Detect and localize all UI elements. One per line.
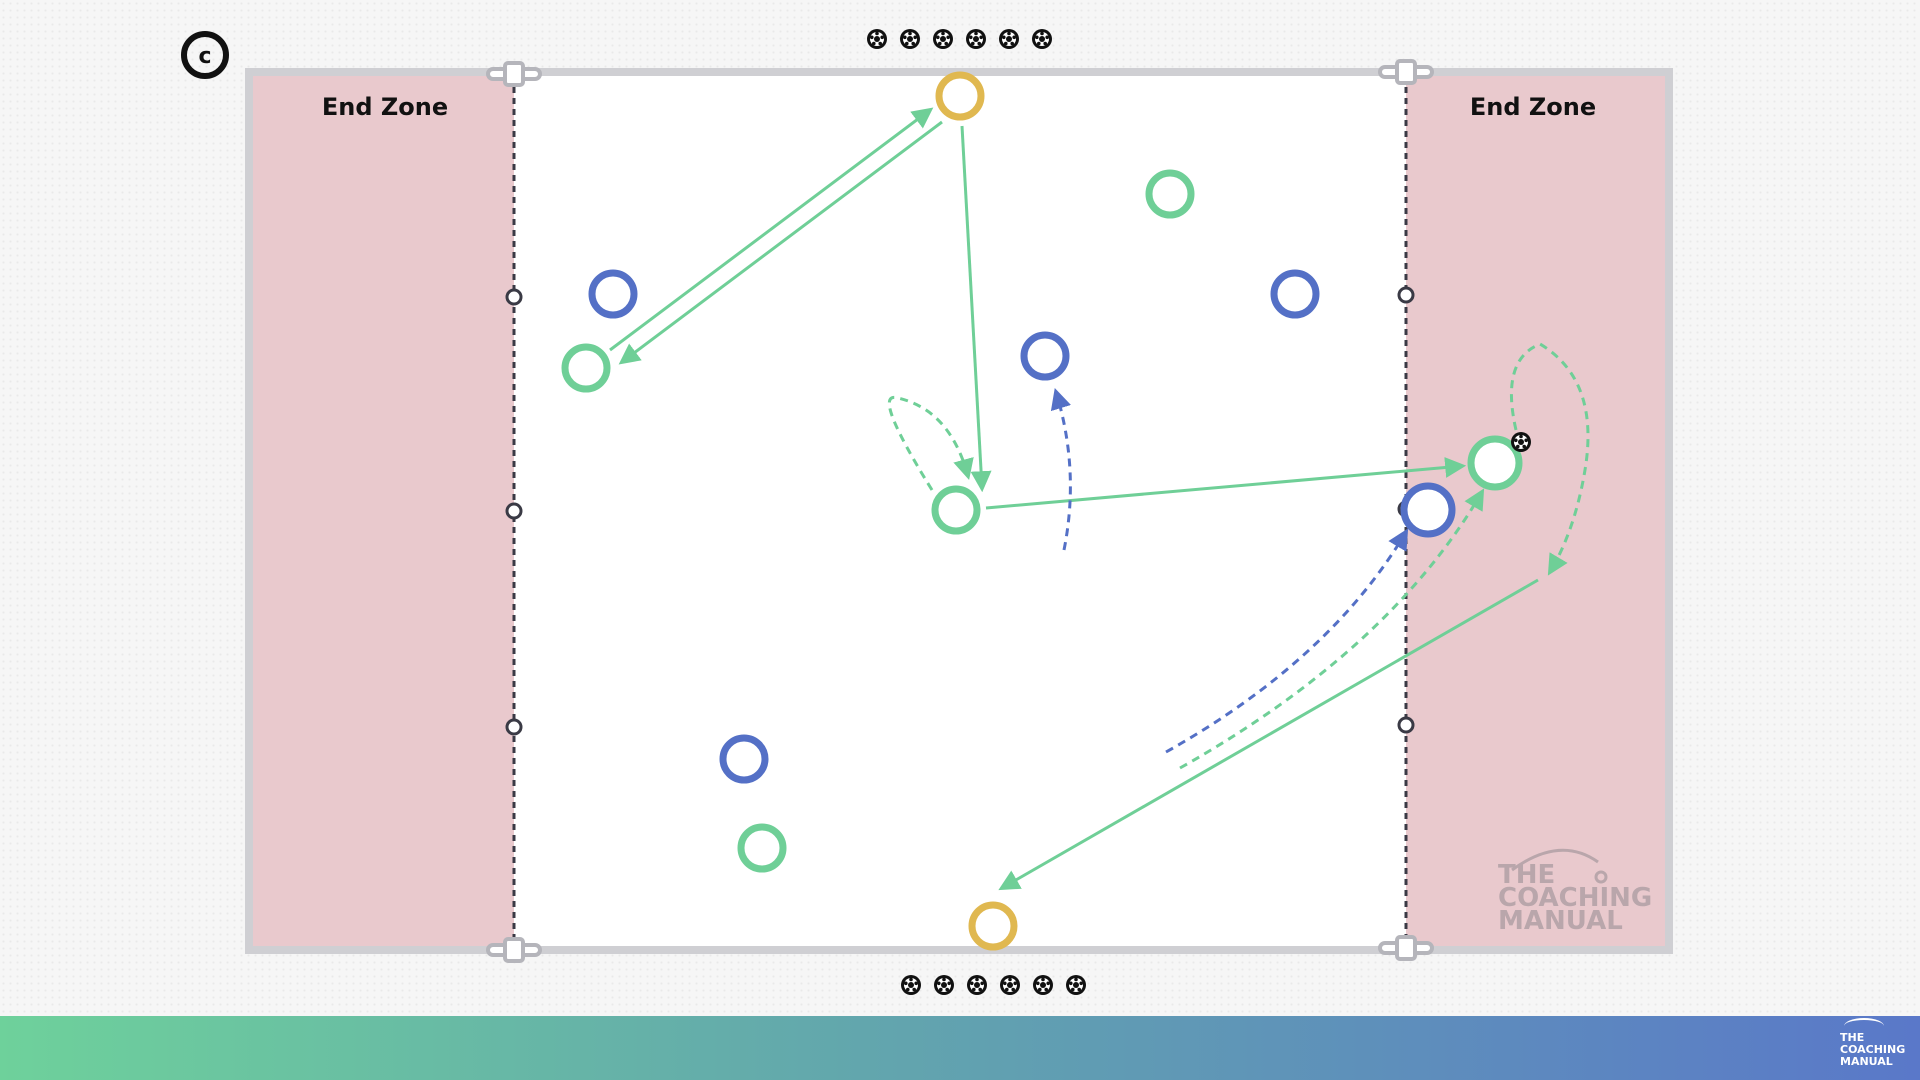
soccer-ball-icon (1000, 975, 1020, 995)
soccer-ball-icon (999, 29, 1019, 49)
soccer-ball-icon (900, 29, 920, 49)
copyright-icon: c (181, 31, 229, 79)
pass-arrow (985, 457, 1467, 510)
run-arrow (1165, 528, 1409, 754)
soccer-ball-icon (1066, 975, 1086, 995)
left-end-zone-label: End Zone (322, 93, 448, 121)
cone-markers (505, 286, 1415, 736)
pass-arrow (960, 125, 992, 493)
left-end-zone (253, 76, 514, 946)
svg-text:THE: THE (1498, 860, 1555, 890)
run-arrow (1050, 387, 1072, 551)
blue-player (719, 734, 769, 784)
soccer-ball-icon (967, 975, 987, 995)
watermark-logo: THE COACHING MANUAL (1498, 848, 1652, 936)
pass-arrow (618, 120, 943, 365)
cone-marker-icon (1397, 716, 1415, 734)
soccer-ball-icon (933, 29, 953, 49)
mini-goal-icon (1378, 935, 1434, 961)
blue-player (1270, 269, 1320, 319)
pass-arrow (998, 578, 1539, 891)
green-player (931, 485, 981, 535)
pitch-diagram: c End Zone End Zone (181, 29, 1673, 995)
run-arrow (1179, 488, 1485, 770)
cone-marker-icon (1397, 286, 1415, 304)
pass-arrow (609, 107, 934, 352)
blue-player (1020, 331, 1070, 381)
soccer-ball-icon (901, 975, 921, 995)
green-player (1467, 435, 1523, 491)
movement-arrows (609, 107, 1590, 891)
mini-goals (486, 59, 1434, 963)
cone-marker-icon (505, 502, 523, 520)
soccer-ball-icon (934, 975, 954, 995)
blue-player (588, 269, 638, 319)
svg-text:c: c (198, 44, 211, 69)
soccer-ball-icon (966, 29, 986, 49)
soccer-ball-icon (1032, 29, 1052, 49)
neutral-player (935, 71, 985, 121)
soccer-ball-icon (1511, 432, 1531, 452)
ball-row-top (867, 29, 1052, 49)
right-end-zone-label: End Zone (1470, 93, 1596, 121)
ball-row-bottom (901, 975, 1086, 995)
cone-marker-icon (505, 288, 523, 306)
run-arrow (1509, 342, 1590, 576)
footer-gradient-bar: THE COACHING MANUAL (0, 1016, 1920, 1080)
mini-goal-icon (486, 937, 542, 963)
svg-text:COACHING: COACHING (1498, 883, 1652, 913)
soccer-ball-icon (867, 29, 887, 49)
green-player (737, 823, 787, 873)
green-player (561, 343, 611, 393)
soccer-ball-icon (1033, 975, 1053, 995)
mini-goal-icon (1378, 59, 1434, 85)
run-arrow (887, 395, 974, 491)
brand-logo: THE COACHING MANUAL (1830, 1018, 1910, 1072)
neutral-player (968, 901, 1018, 951)
blue-player (1400, 482, 1456, 538)
green-player (1145, 169, 1195, 219)
cone-marker-icon (505, 718, 523, 736)
players (561, 71, 1523, 951)
mini-goal-icon (486, 61, 542, 87)
svg-text:MANUAL: MANUAL (1498, 906, 1623, 936)
